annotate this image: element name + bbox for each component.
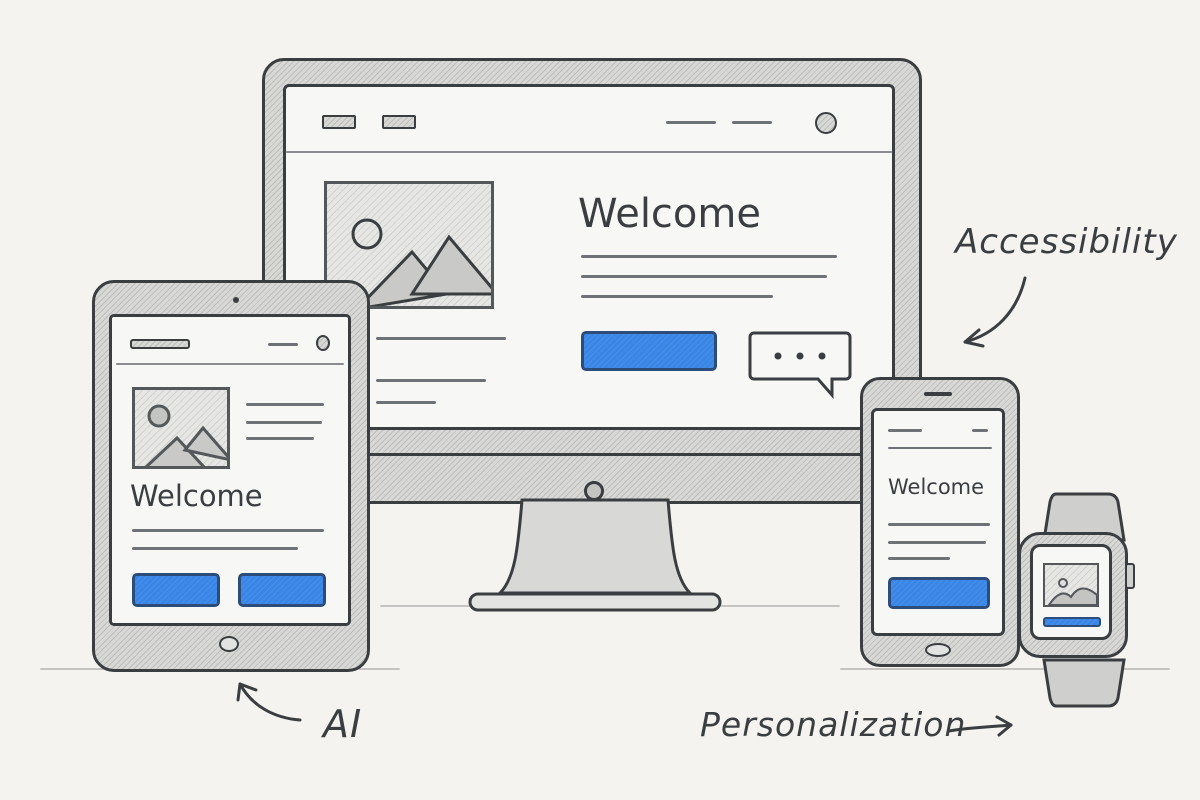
watch-button[interactable] (1043, 617, 1101, 627)
annotation-personalization: Personalization (700, 705, 967, 744)
text-line (581, 275, 827, 278)
nav-link (972, 429, 988, 432)
avatar-icon (316, 335, 330, 351)
nav-link (732, 121, 772, 124)
home-button-icon[interactable] (925, 643, 951, 657)
phone-heading: Welcome (888, 475, 985, 499)
phone-screen: Welcome (871, 408, 1005, 636)
annotation-ai: AI (323, 702, 363, 746)
text-line (888, 541, 986, 544)
tablet-heading: Welcome (130, 479, 263, 513)
image-placeholder-icon (1043, 563, 1099, 607)
text-line (581, 295, 773, 298)
camera-icon (233, 297, 239, 303)
ground-shadow (840, 668, 1170, 670)
text-line (376, 337, 506, 340)
nav-link (666, 121, 716, 124)
cta-button[interactable] (888, 577, 990, 609)
nav-pill-icon (322, 115, 356, 129)
text-line (376, 401, 436, 404)
desktop-screen: Welcome (283, 84, 895, 430)
header-divider (286, 151, 892, 153)
text-line (246, 421, 322, 424)
image-placeholder-icon (324, 181, 494, 309)
text-line (376, 379, 486, 382)
text-line (246, 437, 314, 440)
desktop-heading: Welcome (578, 191, 761, 237)
monitor-stand (468, 498, 722, 612)
text-line (888, 523, 990, 526)
cta-button[interactable] (581, 331, 717, 371)
image-placeholder-icon (132, 387, 230, 469)
primary-button[interactable] (132, 573, 220, 607)
arrow-icon (947, 715, 1013, 737)
nav-pill-icon (382, 115, 416, 129)
text-line (132, 529, 324, 532)
nav-link (268, 343, 298, 346)
text-line (581, 255, 837, 258)
nav-pill-icon (130, 339, 190, 349)
chat-bubble-icon[interactable] (748, 331, 852, 401)
avatar-icon (815, 112, 837, 134)
header-divider (116, 363, 344, 365)
arrow-icon (236, 682, 302, 722)
nav-link (888, 429, 922, 432)
annotation-accessibility: Accessibility (955, 222, 1178, 262)
watch-screen (1030, 544, 1112, 640)
crown-icon[interactable] (1125, 563, 1135, 589)
home-button-icon[interactable] (219, 636, 239, 652)
text-line (246, 403, 324, 406)
text-line (888, 557, 950, 560)
speaker-icon (924, 392, 952, 396)
monitor-chin-divider (283, 453, 919, 456)
text-line (132, 547, 298, 550)
secondary-button[interactable] (238, 573, 326, 607)
header-divider (888, 447, 992, 449)
arrow-icon (963, 276, 1027, 348)
watch-band (1042, 492, 1126, 708)
tablet-screen: Welcome (109, 314, 351, 626)
